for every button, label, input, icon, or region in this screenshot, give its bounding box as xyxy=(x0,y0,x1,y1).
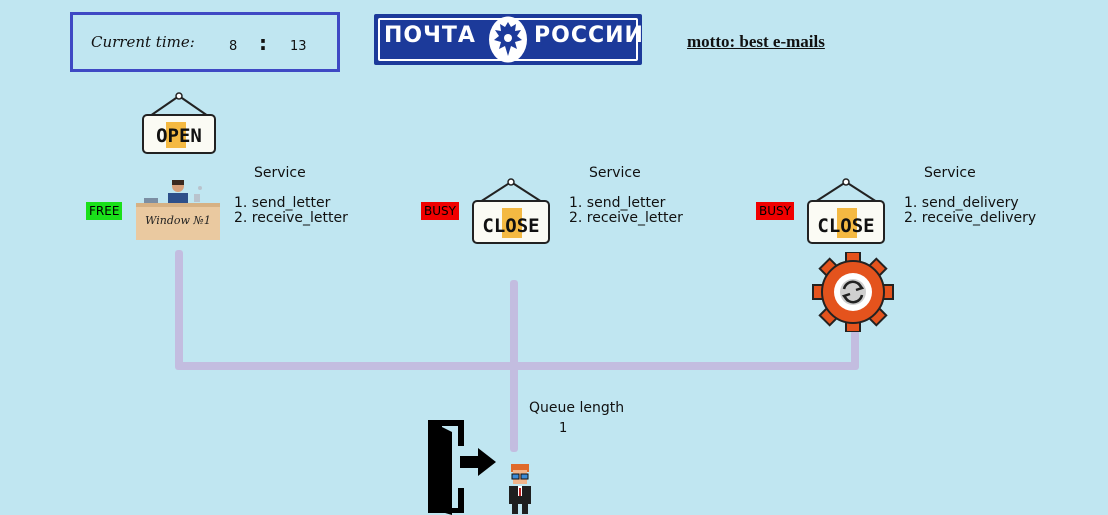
hanging-close-sign-icon[interactable]: CLOSE xyxy=(470,178,552,248)
logo-word-1: ПОЧТА xyxy=(384,23,476,48)
clock-separator: : xyxy=(259,31,267,55)
service-item: 2. receive_delivery xyxy=(904,210,1037,226)
close-sign-text: CLOSE xyxy=(482,215,539,237)
queue-pipe-horizontal xyxy=(175,362,859,370)
gear-refresh-icon[interactable] xyxy=(811,252,895,332)
service-list-window-3: 1. send_delivery 2. receive_delivery xyxy=(904,196,1036,226)
service-title-window-2: Service xyxy=(589,165,641,181)
close-sign-text: CLOSE xyxy=(817,215,874,237)
eagle-emblem-icon xyxy=(489,16,527,63)
hanging-open-sign-icon[interactable]: OPEN xyxy=(140,92,218,158)
service-list-window-1: 1. send_letter 2. receive_letter xyxy=(234,196,348,226)
service-title-window-1: Service xyxy=(254,165,306,181)
service-item: 1. send_letter xyxy=(569,195,666,211)
clock-minutes: 13 xyxy=(290,39,307,54)
queue-pipe-window-3 xyxy=(851,330,859,368)
status-badge-window-2: BUSY xyxy=(421,202,459,220)
queue-length-value: 1 xyxy=(559,421,568,436)
clerk-desk-icon[interactable]: Window №1 xyxy=(134,178,224,244)
exit-door-icon[interactable] xyxy=(426,418,498,515)
service-item: 1. send_letter xyxy=(234,195,331,211)
status-badge-window-1: FREE xyxy=(86,202,123,220)
open-sign-text: OPEN xyxy=(156,125,202,147)
service-title-window-3: Service xyxy=(924,165,976,181)
customer-icon[interactable] xyxy=(504,460,536,515)
service-item: 2. receive_letter xyxy=(234,210,348,226)
service-list-window-2: 1. send_letter 2. receive_letter xyxy=(569,196,683,226)
status-badge-window-3: BUSY xyxy=(756,202,794,220)
queue-length-label: Queue length xyxy=(529,400,625,416)
queue-pipe-window-1 xyxy=(175,250,183,368)
motto-text: motto: best e-mails xyxy=(687,32,825,51)
clock-hours: 8 xyxy=(229,39,238,54)
service-item: 2. receive_letter xyxy=(569,210,683,226)
hanging-close-sign-icon[interactable]: CLOSE xyxy=(805,178,887,248)
clock-label: Current time: xyxy=(91,33,195,51)
desk-label: Window №1 xyxy=(145,214,211,227)
service-item: 1. send_delivery xyxy=(904,195,1019,211)
logo-word-2: РОССИИ xyxy=(534,23,644,48)
clock-panel: Current time: 8 : 13 xyxy=(70,12,340,72)
pochta-logo: ПОЧТА РОССИИ xyxy=(374,14,644,65)
